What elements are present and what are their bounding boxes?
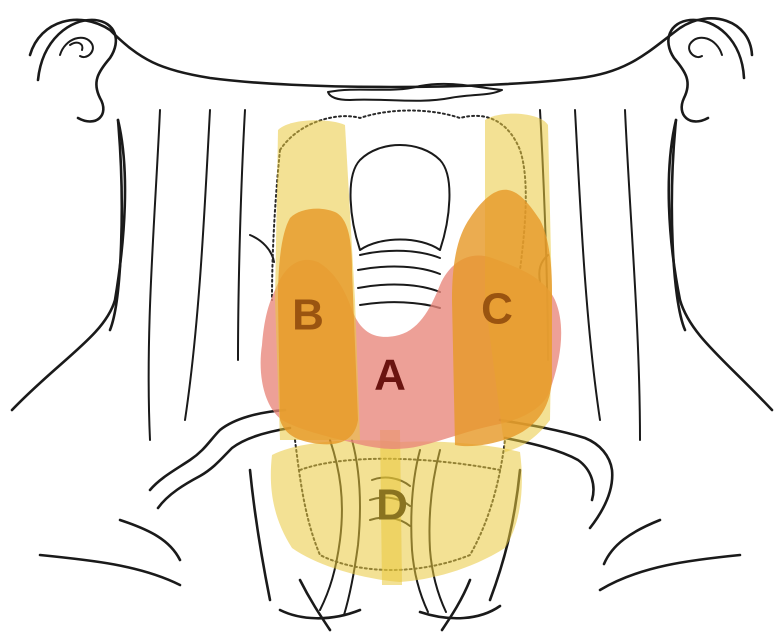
left-neck-outline <box>12 120 125 410</box>
region-d-label: D <box>376 481 408 530</box>
right-neck-outline <box>669 120 772 410</box>
region-b-label: B <box>292 291 324 340</box>
right-ear <box>668 20 744 122</box>
region-a-label: A <box>374 351 406 400</box>
region-c-label: C <box>481 285 513 334</box>
left-ear <box>38 20 116 122</box>
